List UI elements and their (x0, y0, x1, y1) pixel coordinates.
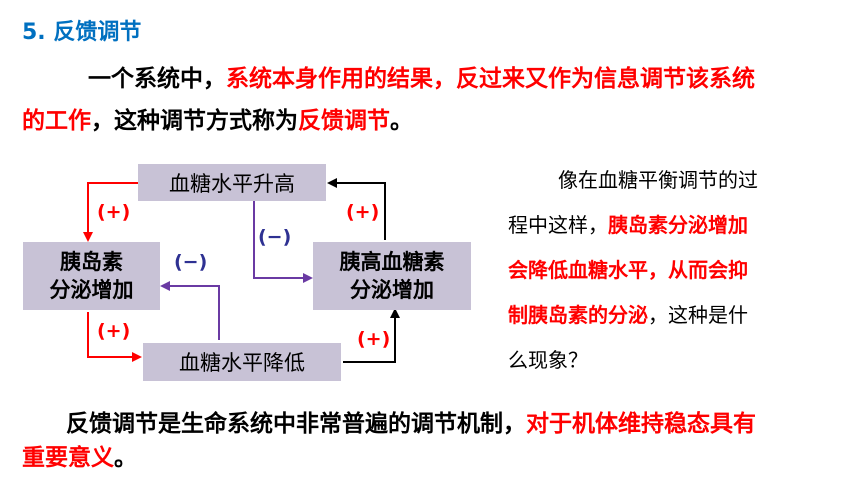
sign-positive: (+) (97, 320, 131, 342)
side-highlight: 胰岛素分泌增加 (608, 213, 748, 237)
side-highlight: 制胰岛素的分泌 (508, 303, 648, 327)
sign-positive: (+) (357, 328, 391, 350)
intro-text: ，这种调节方式称为 (91, 108, 298, 134)
sign-positive: (+) (346, 201, 380, 223)
side-line-5: 么现象？ (508, 348, 588, 372)
intro-text: 一个系统中， (88, 66, 226, 92)
intro-text: 。 (390, 108, 413, 134)
box-glucagon-line1: 胰高血糖素 (339, 250, 445, 274)
side-line-4: 制胰岛素的分泌，这种是什 (508, 295, 748, 335)
box-insulin-secretion: 胰岛素 分泌增加 (23, 242, 160, 310)
conclusion-text: 。 (114, 445, 137, 471)
arrow-top-to-left (83, 182, 138, 242)
section-heading: 5. 反馈调节 (22, 20, 142, 45)
arrow-bottom-to-left (160, 281, 220, 340)
arrow-bottom-to-right (343, 308, 400, 363)
box-glucagon-line2: 分泌增加 (350, 278, 434, 302)
intro-highlight: 的工作 (22, 108, 91, 134)
arrow-left-to-bottom (87, 312, 142, 362)
box-glucagon-secretion: 胰高血糖素 分泌增加 (313, 242, 471, 310)
side-text: 程中这样， (508, 213, 608, 237)
arrow-top-to-right (253, 200, 313, 283)
conclusion-text: 反馈调节是生命系统中非常普遍的调节机制， (66, 411, 526, 437)
arrow-right-to-top (327, 178, 386, 240)
conclusion-highlight: 对于机体维持稳态具有 (526, 411, 756, 437)
term-feedback-regulation: 反馈调节 (298, 108, 390, 134)
sign-positive: (+) (97, 201, 131, 223)
box-blood-sugar-rise: 血糖水平升高 (138, 164, 326, 201)
side-highlight: 会降低血糖水平，从而会抑 (508, 258, 748, 282)
conclusion-line-1: 反馈调节是生命系统中非常普遍的调节机制，对于机体维持稳态具有 (66, 405, 756, 443)
box-insulin-line1: 胰岛素 (60, 250, 123, 274)
side-line-2: 程中这样，胰岛素分泌增加 (508, 205, 748, 245)
conclusion-highlight: 重要意义 (22, 445, 114, 471)
side-text: ，这种是什 (648, 303, 748, 327)
side-line-3: 会降低血糖水平，从而会抑 (508, 250, 748, 290)
intro-line-2: 的工作，这种调节方式称为反馈调节。 (22, 102, 413, 140)
conclusion-line-2: 重要意义。 (22, 439, 137, 477)
box-blood-sugar-fall: 血糖水平降低 (143, 343, 341, 381)
intro-highlight: 系统本身作用的结果，反过来又作为信息调节该系统 (226, 66, 755, 92)
sign-negative: (−) (258, 226, 292, 248)
box-insulin-line2: 分泌增加 (49, 278, 134, 302)
side-line-1: 像在血糖平衡调节的过 (558, 168, 758, 192)
sign-negative: (−) (174, 251, 208, 273)
intro-line-1: 一个系统中，系统本身作用的结果，反过来又作为信息调节该系统 (88, 60, 755, 98)
